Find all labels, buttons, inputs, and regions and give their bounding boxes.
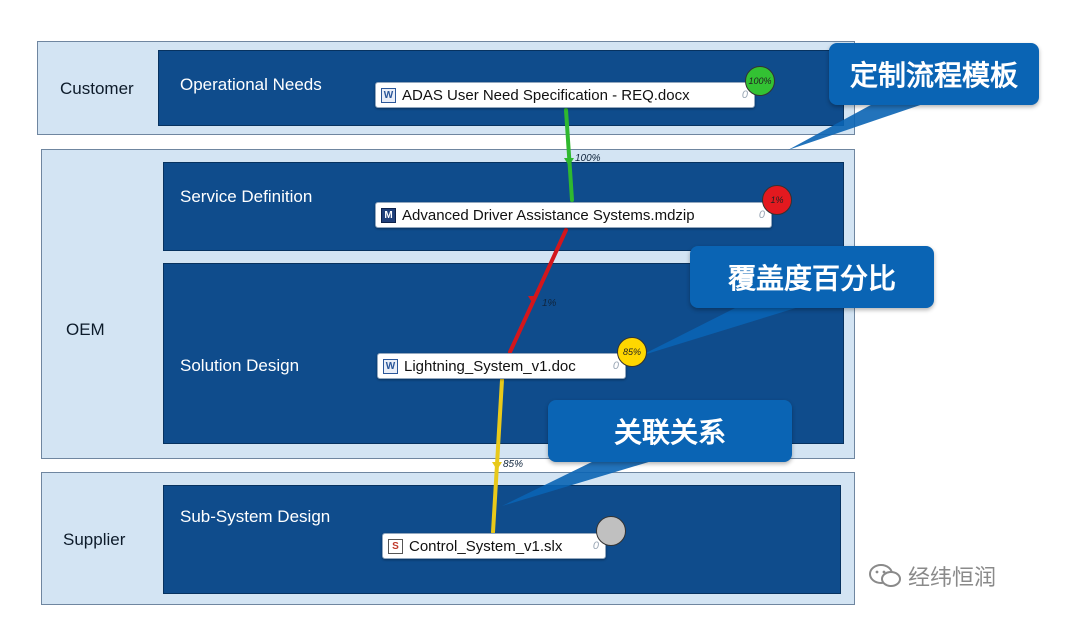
trace-link-2 xyxy=(508,228,568,354)
callout-pointer-relation xyxy=(502,458,662,506)
artifact-count: 0 xyxy=(592,540,599,552)
artifact-adas-user-need-spec[interactable]: W ADAS User Need Specification - REQ.doc… xyxy=(375,82,755,108)
word-document-icon: W xyxy=(383,358,398,374)
artifact-name: ADAS User Need Specification - REQ.docx xyxy=(402,86,690,104)
artifact-adas-model[interactable]: M Advanced Driver Assistance Systems.mdz… xyxy=(375,202,772,228)
artifact-lightning-system[interactable]: W Lightning_System_v1.doc 0 xyxy=(377,353,626,379)
callout-template: 定制流程模板 xyxy=(829,43,1039,105)
callout-pointer-coverage xyxy=(640,303,812,356)
artifact-name: Lightning_System_v1.doc xyxy=(404,357,576,375)
artifact-count: 0 xyxy=(741,89,748,101)
link-label-2: 1% xyxy=(542,298,557,309)
artifact-count: 0 xyxy=(758,209,765,221)
stage-label-operational-needs: Operational Needs xyxy=(180,75,322,94)
callout-pointer-template xyxy=(788,100,935,150)
artifact-control-system[interactable]: S Control_System_v1.slx 0 xyxy=(382,533,606,559)
stage-label-subsystem-design: Sub-System Design xyxy=(180,507,331,526)
coverage-badge-3: 85% xyxy=(617,337,647,367)
callout-relation: 关联关系 xyxy=(548,400,792,462)
link-label-3: 85% xyxy=(503,459,524,470)
link-arrow-1 xyxy=(564,158,574,166)
watermark-text: 经纬恒润 xyxy=(908,566,997,591)
watermark: 经纬恒润 xyxy=(868,560,996,592)
callout-coverage: 覆盖度百分比 xyxy=(690,246,934,308)
lane-label-supplier: Supplier xyxy=(63,530,126,549)
artifact-name: Control_System_v1.slx xyxy=(409,537,563,555)
link-arrow-2 xyxy=(528,296,538,304)
coverage-badge-4 xyxy=(596,516,626,546)
artifact-name: Advanced Driver Assistance Systems.mdzip xyxy=(402,206,695,224)
model-file-icon: M xyxy=(381,207,396,223)
stage-label-service-definition: Service Definition xyxy=(180,187,313,206)
lane-label-customer: Customer xyxy=(60,79,134,98)
artifact-count: 0 xyxy=(612,360,619,372)
simulink-file-icon: S xyxy=(388,538,403,554)
coverage-badge-2: 1% xyxy=(762,185,792,215)
stage-label-solution-design: Solution Design xyxy=(180,356,300,375)
link-arrow-3 xyxy=(492,462,502,470)
wechat-icon xyxy=(869,564,901,587)
lane-label-oem: OEM xyxy=(66,320,105,339)
link-label-1: 100% xyxy=(575,153,601,164)
word-document-icon: W xyxy=(381,87,396,103)
trace-link-3 xyxy=(491,378,504,534)
coverage-badge-1: 100% xyxy=(745,66,775,96)
trace-link-1 xyxy=(564,108,574,202)
